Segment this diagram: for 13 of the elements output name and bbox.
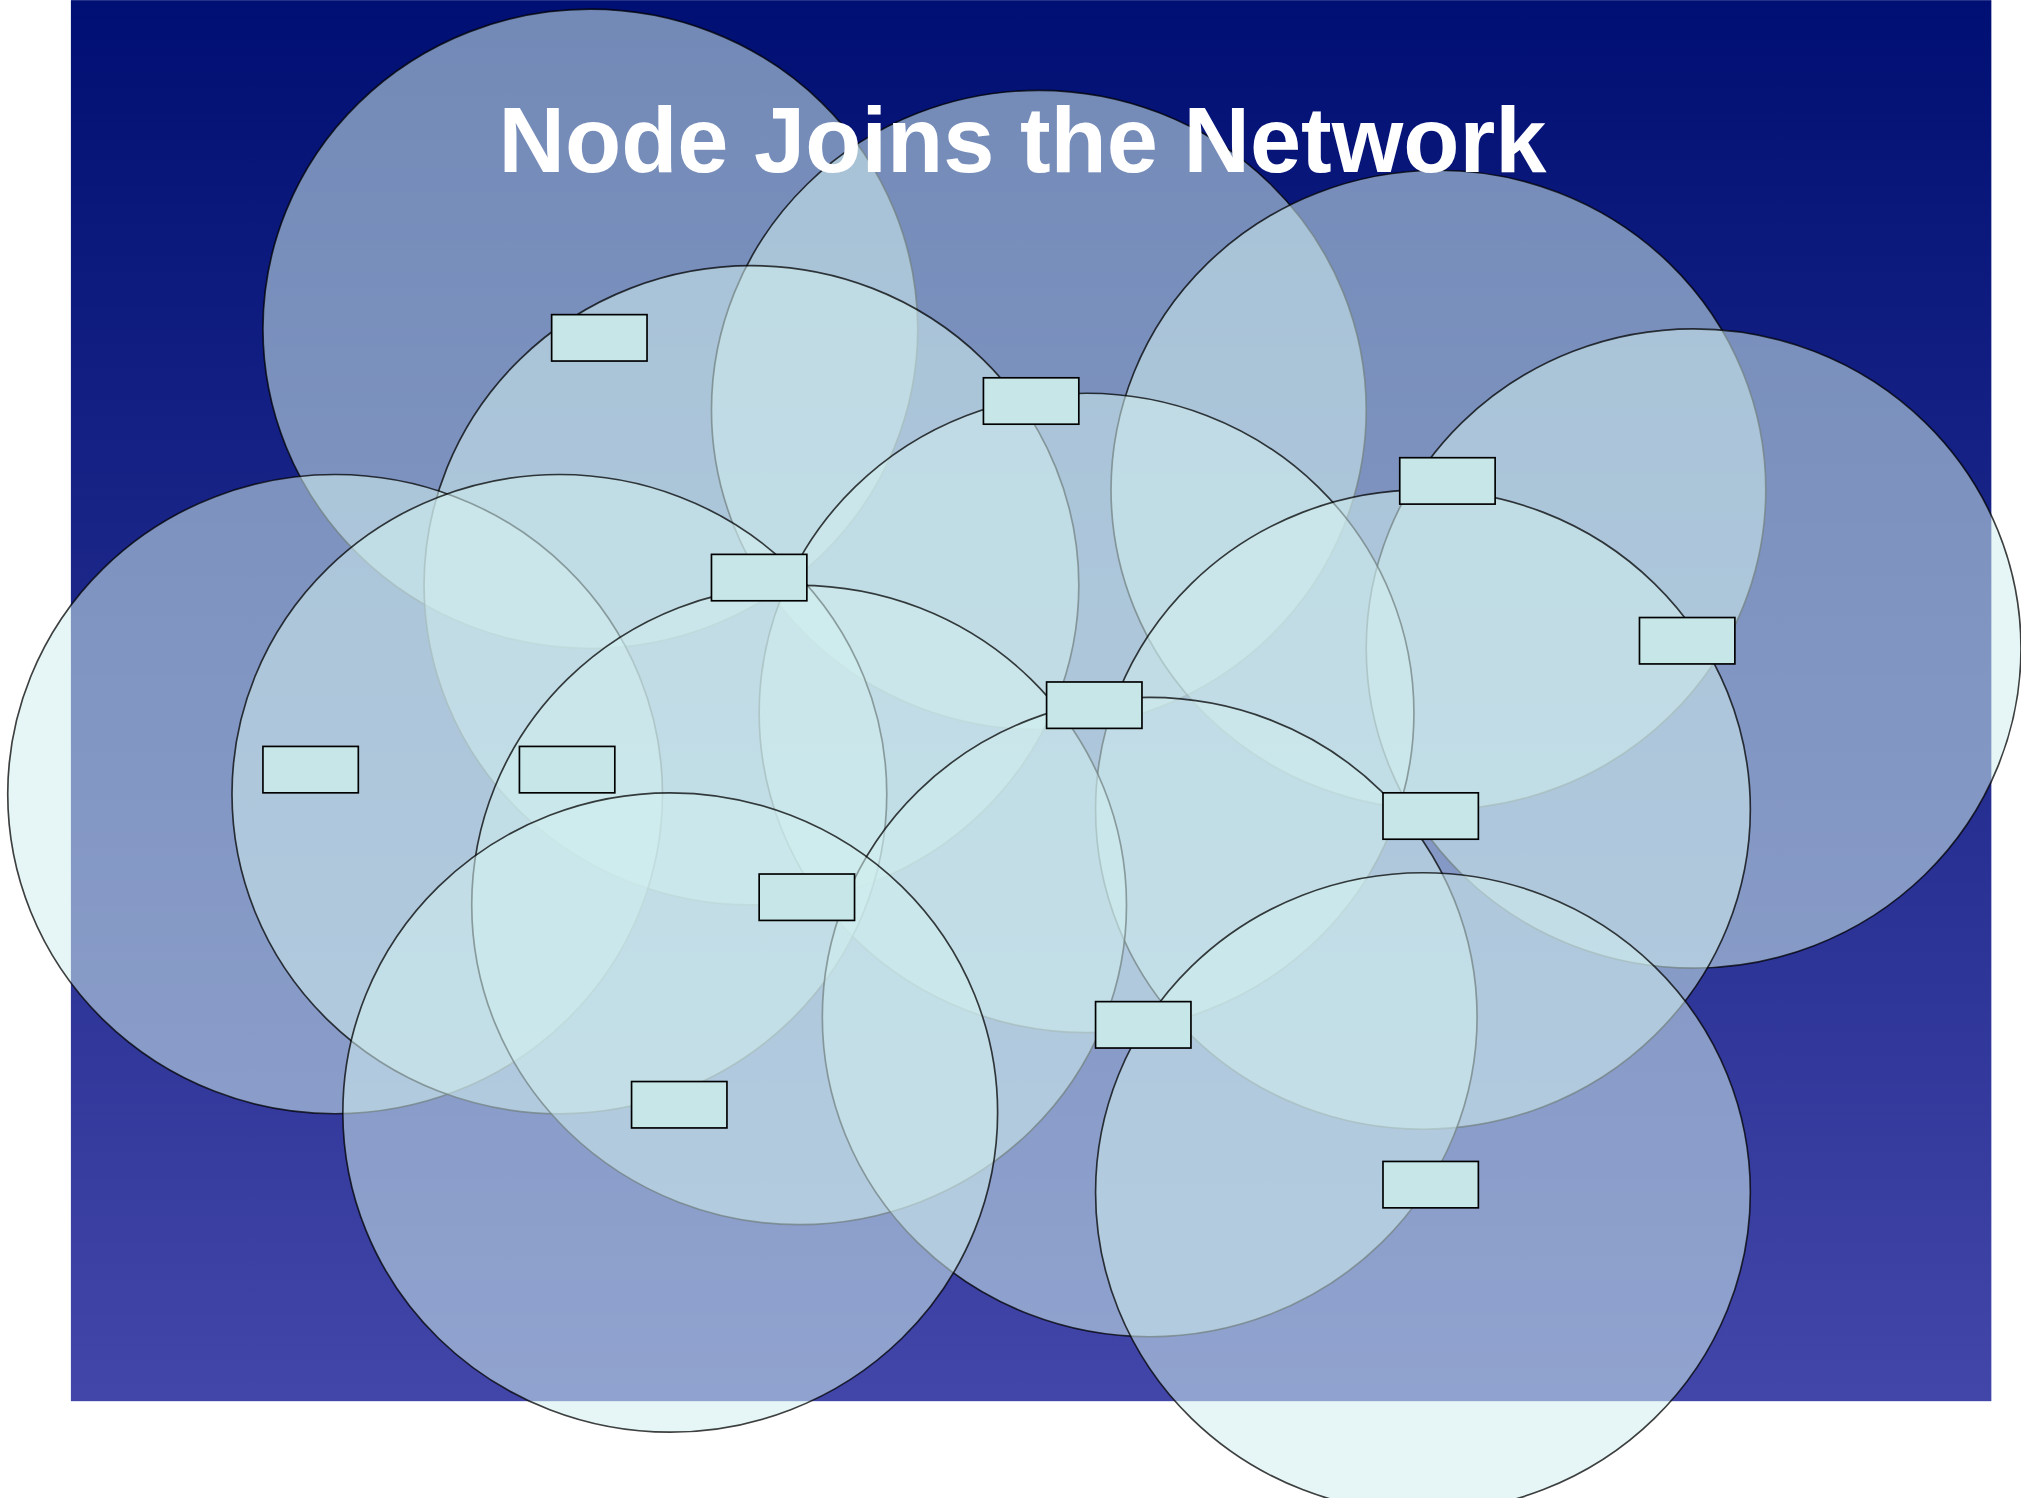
- network-node-box: [262, 745, 360, 794]
- network-node-box: [1382, 792, 1480, 841]
- network-node-box: [758, 873, 856, 922]
- network-node-box: [630, 1080, 728, 1129]
- network-node-box: [550, 313, 648, 362]
- network-node-box: [518, 745, 616, 794]
- network-node-box: [1638, 616, 1736, 665]
- network-node-box: [1398, 456, 1496, 505]
- network-node-box: [1094, 1000, 1192, 1049]
- network-node-box: [1382, 1160, 1480, 1209]
- network-node-box: [1045, 681, 1143, 730]
- network-node-box: [982, 376, 1080, 426]
- network-node-box: [710, 553, 808, 602]
